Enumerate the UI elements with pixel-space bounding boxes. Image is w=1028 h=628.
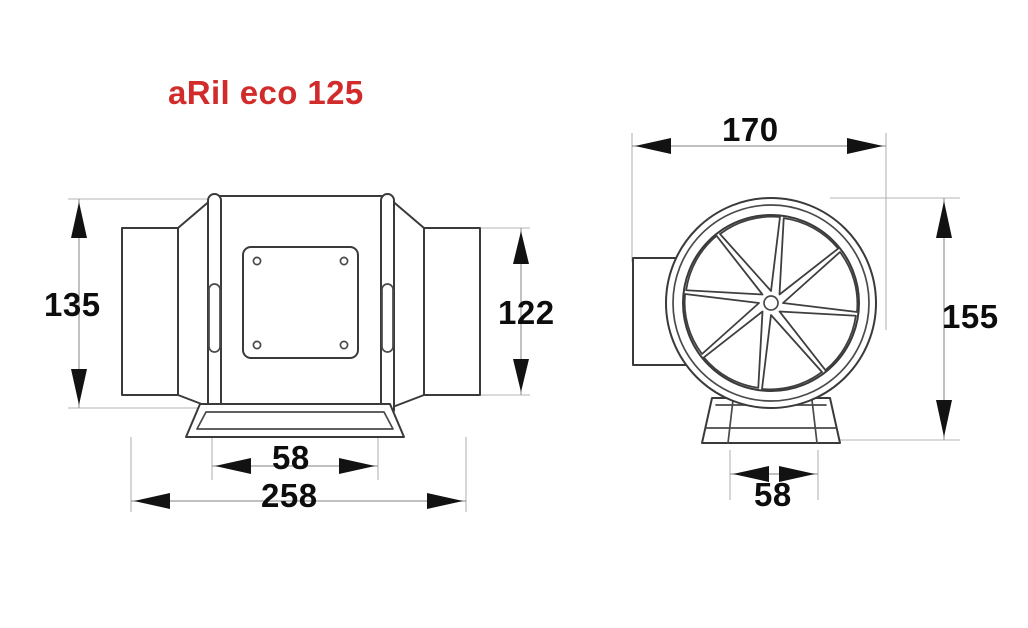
- front-view: 170 155 58: [631, 111, 999, 513]
- dimension-label-170: 170: [722, 111, 779, 148]
- dimension-label-122: 122: [498, 294, 555, 331]
- mounting-foot-outer: [185, 403, 405, 438]
- blade-shape: [778, 217, 840, 296]
- mounting-plate: [242, 246, 359, 359]
- arrow-head-122-bottom: [513, 359, 529, 392]
- impeller-blade-1: [719, 215, 781, 292]
- housing-middle-ring: [672, 204, 870, 402]
- impeller-blade-3: [782, 251, 859, 313]
- impeller-blade-7: [683, 293, 760, 355]
- left-latch-bar: [207, 193, 222, 417]
- impeller-blade-5: [761, 314, 823, 391]
- arrow-head-155-bottom: [936, 400, 952, 437]
- arrow-head-258-right: [427, 493, 463, 509]
- foot-leg-right: [811, 399, 818, 444]
- dimension-258: 258: [131, 477, 466, 514]
- mounting-foot-inner: [196, 411, 394, 430]
- left-latch-grip: [208, 283, 221, 353]
- blade-shape: [683, 293, 760, 355]
- dimension-label-258: 258: [261, 477, 318, 514]
- arrow-head-58-front-left: [733, 466, 769, 482]
- arrow-head-58-front-right: [779, 466, 815, 482]
- arrow-head-122-top: [513, 231, 529, 264]
- blade-shape: [702, 310, 764, 389]
- impeller-blade-4: [778, 310, 857, 372]
- arrow-head-155-top: [936, 201, 952, 238]
- arrow-head-135-top: [71, 202, 87, 238]
- impeller-hub: [763, 295, 779, 311]
- dimension-label-135: 135: [44, 286, 101, 323]
- left-duct-collar: [121, 227, 179, 396]
- right-tapered-shoulder: [389, 198, 425, 409]
- dimension-170: 170: [632, 111, 886, 154]
- front-view-extension-lines: [631, 133, 960, 500]
- blade-shape: [761, 314, 823, 391]
- dimension-122: 122: [498, 228, 555, 395]
- dimension-135: 135: [44, 199, 101, 408]
- blade-shape: [778, 310, 857, 372]
- dimension-label-58-side: 58: [272, 439, 310, 476]
- right-latch-bar: [380, 193, 395, 417]
- blade-shape: [719, 215, 781, 292]
- mounting-plate-screw-hole-br: [339, 340, 349, 350]
- blade-shape: [685, 234, 764, 296]
- mounting-plate-screw-hole-bl: [252, 340, 262, 350]
- dimension-label-155: 155: [942, 298, 999, 335]
- arrow-head-58-side-right: [339, 458, 375, 474]
- impeller-blade-8: [685, 234, 764, 296]
- arrow-head-58-side-left: [215, 458, 251, 474]
- impeller-blade-2: [778, 217, 840, 296]
- mounting-plate-screw-hole-tr: [339, 256, 349, 266]
- dimension-58-side: 58: [212, 439, 378, 476]
- left-tapered-shoulder: [177, 198, 213, 409]
- side-view: 135 122 58 258: [44, 193, 555, 514]
- mounting-plate-screw-hole-tl: [252, 256, 262, 266]
- impeller: [683, 215, 859, 391]
- arrow-head-170-right: [847, 138, 883, 154]
- foot-leg-left: [727, 399, 734, 444]
- dimension-label-58-front: 58: [754, 476, 792, 513]
- impeller-blade-6: [702, 310, 764, 389]
- dimension-155: 155: [936, 198, 999, 440]
- right-duct-collar: [423, 227, 481, 396]
- arrow-head-135-bottom: [71, 369, 87, 405]
- right-latch-grip: [381, 283, 394, 353]
- arrow-head-170-left: [635, 138, 671, 154]
- dimension-58-front: 58: [730, 466, 818, 513]
- product-title: aRil eco 125: [168, 74, 364, 111]
- blade-shape: [782, 251, 859, 313]
- arrow-head-258-left: [134, 493, 170, 509]
